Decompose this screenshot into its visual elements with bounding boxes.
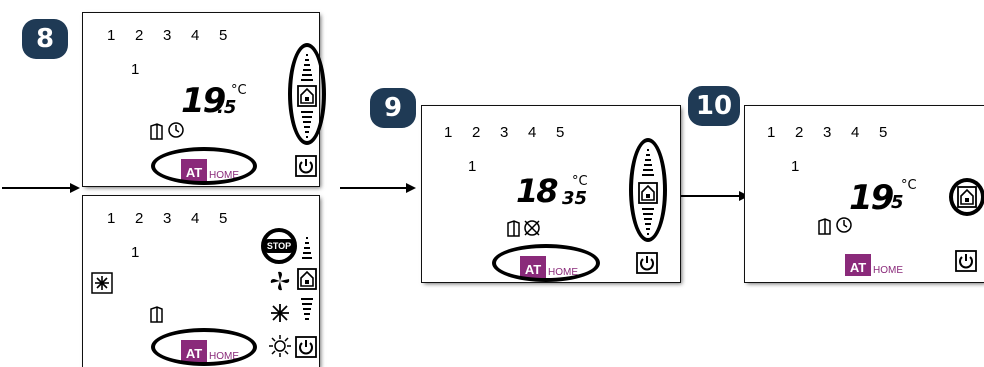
zone-number: 3 — [163, 27, 172, 44]
zone-number: 3 — [500, 124, 509, 141]
window-icon — [818, 218, 831, 235]
zone-number: 1 — [107, 210, 116, 227]
zone-number: 2 — [795, 124, 804, 141]
arrow-right-icon — [340, 183, 416, 193]
arrow-right-icon — [2, 183, 80, 193]
zone-number: 3 — [823, 124, 832, 141]
unit-label: °C — [572, 174, 588, 189]
arrow-right-icon — [681, 191, 749, 201]
step-number-badge: 8 — [22, 19, 68, 59]
active-zone: 1 — [131, 61, 140, 78]
zone-number: 1 — [767, 124, 776, 141]
temperature-main: 19 — [849, 178, 894, 218]
zone-number: 1 — [444, 124, 453, 141]
zone-number: 2 — [135, 27, 144, 44]
zone-numbers: 1 2 3 4 5 — [107, 27, 247, 44]
logo-home: HOME — [873, 265, 903, 276]
active-zone: 1 — [131, 244, 140, 261]
zone-number: 2 — [135, 210, 144, 227]
zone-number: 5 — [219, 210, 228, 227]
power-icon — [295, 155, 317, 177]
highlight-logo — [151, 328, 257, 366]
highlight-logo — [492, 244, 600, 282]
highlight-level-control — [629, 138, 667, 242]
zone-number: 5 — [556, 124, 565, 141]
power-icon — [636, 252, 658, 274]
temperature-decimal: 5 — [891, 192, 904, 213]
active-zone: 1 — [791, 158, 800, 175]
sun-icon — [269, 335, 291, 357]
fan-icon — [270, 271, 290, 291]
power-icon — [955, 250, 977, 272]
zone-number: 4 — [851, 124, 860, 141]
zone-number: 4 — [528, 124, 537, 141]
zone-number: 2 — [472, 124, 481, 141]
active-zone: 1 — [468, 158, 477, 175]
unit-label: °C — [231, 83, 247, 98]
stop-icon: STOP — [261, 228, 297, 264]
house-icon — [297, 268, 317, 290]
clock-icon — [836, 217, 852, 233]
zone-number: 5 — [219, 27, 228, 44]
level-down-icon — [301, 298, 313, 320]
zone-number: 5 — [879, 124, 888, 141]
window-icon — [150, 123, 163, 140]
snowflake-icon — [91, 272, 113, 294]
zone-number: 4 — [191, 27, 200, 44]
step-number-badge: 9 — [370, 88, 416, 128]
highlight-house — [949, 178, 984, 216]
zone-numbers: 1 2 3 4 5 — [767, 124, 907, 141]
snowflake-icon — [271, 304, 289, 322]
logo-at: AT — [845, 254, 871, 276]
zone-number: 4 — [191, 210, 200, 227]
step-number-badge: 10 — [688, 86, 740, 126]
unit-label: °C — [901, 178, 917, 193]
highlight-level-control — [288, 43, 326, 145]
time-minutes: 35 — [562, 188, 588, 209]
highlight-logo — [151, 147, 257, 185]
time-hour: 18 — [516, 172, 559, 210]
level-up-icon — [302, 237, 312, 259]
zone-numbers: 1 2 3 4 5 — [444, 124, 584, 141]
zone-number: 3 — [163, 210, 172, 227]
window-icon — [150, 306, 163, 323]
temperature-main: 19 — [181, 81, 226, 121]
timer-off-icon — [524, 220, 540, 236]
stop-label: STOP — [264, 239, 294, 253]
zone-numbers: 1 2 3 4 5 — [107, 210, 247, 227]
power-icon — [295, 336, 317, 358]
window-icon — [507, 220, 520, 237]
zone-number: 1 — [107, 27, 116, 44]
temperature-decimal: .5 — [217, 97, 237, 118]
clock-icon — [168, 122, 184, 138]
